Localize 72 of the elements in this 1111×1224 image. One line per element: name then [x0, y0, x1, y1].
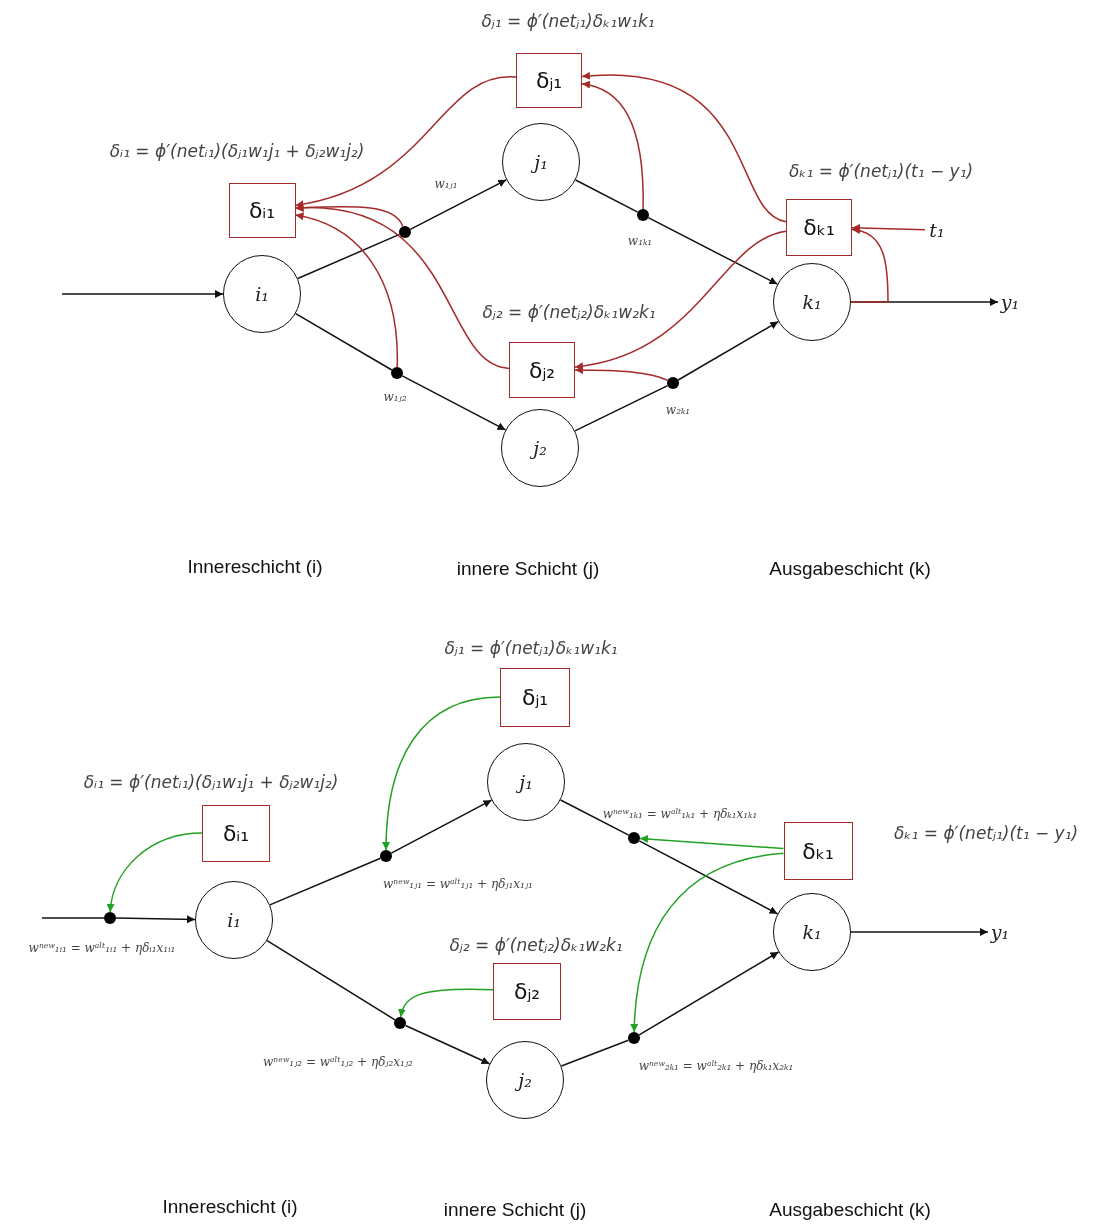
weight-formula: w₁ⱼ₁ [434, 177, 458, 191]
connector-line [297, 233, 401, 280]
arrow [409, 179, 508, 231]
arrow [574, 366, 669, 382]
signal-label: y₁ [990, 921, 1010, 943]
node-label: δᵢ₁ [248, 197, 276, 223]
connector-line [560, 1039, 630, 1067]
arrow [401, 375, 507, 431]
node-label: δₖ₁ [803, 214, 835, 240]
arrow [581, 81, 644, 210]
layer-label: Innereschicht (i) [187, 556, 323, 578]
connector-line [294, 312, 393, 371]
weight-formula: wⁿᵉʷ₁ⱼ₁ = wᵃˡᵗ₁ⱼ₁ + ηδⱼ₁x₁ⱼ₁ [383, 877, 533, 891]
layer-label: innere Schicht (j) [456, 558, 600, 580]
weight-formula: w₂ₖ₁ [665, 403, 691, 417]
arrow [294, 204, 510, 370]
arrow [581, 72, 787, 223]
node-label: δⱼ₂ [528, 357, 556, 383]
connector-line [574, 384, 669, 432]
node-label: k₁ [802, 921, 822, 943]
connector-line [574, 179, 639, 213]
arrow [390, 799, 493, 854]
weight-formula: w₁ⱼ₂ [383, 390, 407, 404]
weight-formula: wⁿᵉʷ₁ₖ₁ = wᵃˡᵗ₁ₖ₁ + ηδₖ₁x₁ₖ₁ [602, 807, 758, 821]
delta-formula: δᵢ₁ = ϕ′(netᵢ₁)(δⱼ₁w₁j₁ + δⱼ₂w₁j₂) [109, 141, 365, 161]
arrow [630, 852, 785, 1033]
layer-label: innere Schicht (j) [443, 1199, 587, 1221]
weight-formula: w₁ₖ₁ [627, 234, 653, 248]
arrow [294, 76, 517, 208]
delta-formula: δⱼ₂ = ϕ′(netⱼ₂)δₖ₁w₂k₁ [449, 935, 623, 955]
delta-formula: δⱼ₁ = ϕ′(netⱼ₁)δₖ₁w₁k₁ [444, 638, 618, 658]
delta-formula: δₖ₁ = ϕ′(netⱼ₁)(t₁ − y₁) [893, 823, 1079, 843]
delta-formula: δⱼ₁ = ϕ′(netⱼ₁)δₖ₁w₁k₁ [481, 11, 655, 31]
arrow [382, 696, 501, 851]
node-label: i₁ [255, 283, 269, 305]
arrow [639, 835, 785, 850]
arrow [638, 840, 779, 915]
layer-label: Ausgabeschicht (k) [769, 558, 931, 580]
node-label: δⱼ₁ [535, 67, 563, 93]
arrow [574, 230, 787, 370]
weight-formula: wⁿᵉʷ₂ₖ₁ = wᵃˡᵗ₂ₖ₁ + ηδₖ₁x₂ₖ₁ [638, 1059, 794, 1073]
arrow [404, 1024, 491, 1065]
node-label: δₖ₁ [802, 838, 834, 864]
arrow [61, 290, 224, 298]
connector-line [266, 939, 396, 1021]
arrow [647, 216, 779, 285]
arrow [850, 226, 889, 303]
layer-label: Ausgabeschicht (k) [769, 1199, 931, 1221]
arrow [107, 832, 203, 913]
connector-line [269, 857, 382, 906]
arrow [115, 915, 196, 924]
node-label: δᵢ₁ [222, 820, 250, 846]
layer-label: Innereschicht (i) [162, 1196, 298, 1218]
delta-formula: δₖ₁ = ϕ′(netⱼ₁)(t₁ − y₁) [788, 161, 974, 181]
node-label: δⱼ₁ [521, 684, 549, 710]
arrow [850, 928, 989, 936]
arrow [398, 988, 494, 1018]
node-label: i₁ [227, 909, 241, 931]
connector-line [41, 917, 105, 919]
arrow [677, 320, 780, 381]
weight-formula: wⁿᵉʷ₁ⱼ₂ = wᵃˡᵗ₁ⱼ₂ + ηδⱼ₂x₁ⱼ₂ [263, 1055, 413, 1069]
arrow [851, 224, 926, 232]
arrow [638, 951, 780, 1036]
delta-formula: δᵢ₁ = ϕ′(netᵢ₁)(δⱼ₁w₁j₁ + δⱼ₂w₁j₂) [83, 772, 339, 792]
signal-label: y₁ [1000, 291, 1020, 313]
weight-formula: wⁿᵉʷ₁ᵢ₁ = wᵃˡᵗ₁ᵢ₁ + ηδᵢ₁x₁ᵢ₁ [28, 941, 176, 955]
arrow [294, 212, 398, 368]
node-label: k₁ [802, 291, 822, 313]
connector-line [559, 799, 630, 836]
signal-label: t₁ [929, 219, 945, 241]
delta-formula: δⱼ₂ = ϕ′(netⱼ₂)δₖ₁w₂k₁ [482, 302, 656, 322]
node-label: δⱼ₂ [513, 978, 541, 1004]
